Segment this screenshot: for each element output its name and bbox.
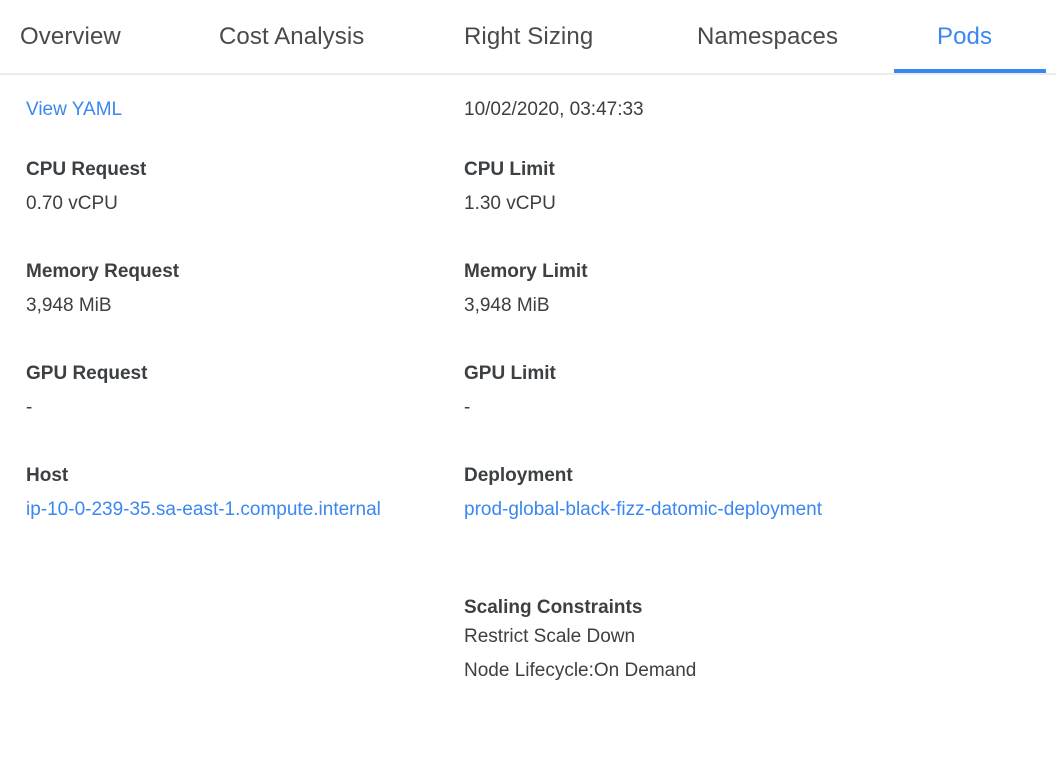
field-value: 0.70 vCPU	[26, 193, 118, 214]
field-cpu-request-label: CPU Request	[26, 158, 408, 182]
tab-bar: Overview Cost Analysis Right Sizing Name…	[0, 0, 1056, 75]
tab-cost-analysis[interactable]: Cost Analysis	[219, 0, 364, 73]
host-link[interactable]: ip-10-0-239-35.sa-east-1.compute.interna…	[26, 499, 381, 520]
scaling-constraint-item: Restrict Scale Down	[464, 625, 846, 649]
view-yaml-link[interactable]: View YAML	[26, 99, 123, 120]
field-gpu-limit-label: GPU Limit	[464, 362, 846, 386]
field-gpu-limit-value: -	[464, 391, 846, 425]
field-deployment-value: prod-global-black-fizz-datomic-deploymen…	[464, 493, 846, 527]
field-deployment-label: Deployment	[464, 464, 846, 488]
pod-detail-panel: View YAML CPU Request 0.70 vCPU Memory R…	[0, 75, 1056, 758]
deployment-link[interactable]: prod-global-black-fizz-datomic-deploymen…	[464, 499, 822, 520]
field-label: Memory Limit	[464, 261, 588, 282]
tab-label: Right Sizing	[464, 22, 594, 50]
field-label: Host	[26, 465, 69, 486]
field-gpu-request-label: GPU Request	[26, 362, 408, 386]
tab-label: Pods	[937, 22, 993, 50]
tab-pods[interactable]: Pods	[937, 0, 992, 73]
field-value: -	[26, 397, 33, 418]
field-label: Deployment	[464, 465, 573, 486]
field-memory-limit-label: Memory Limit	[464, 260, 846, 284]
constraint-text: Node Lifecycle:On Demand	[464, 660, 697, 681]
field-host-value: ip-10-0-239-35.sa-east-1.compute.interna…	[26, 493, 408, 527]
scaling-constraints-label: Scaling Constraints	[464, 596, 846, 620]
tab-right-sizing[interactable]: Right Sizing	[464, 0, 593, 73]
field-value: 3,948 MiB	[464, 295, 550, 316]
field-label: CPU Limit	[464, 159, 555, 180]
field-memory-limit-value: 3,948 MiB	[464, 289, 846, 323]
field-label: GPU Request	[26, 363, 148, 384]
field-cpu-limit-value: 1.30 vCPU	[464, 187, 846, 221]
field-label: Memory Request	[26, 261, 180, 282]
field-cpu-request-value: 0.70 vCPU	[26, 187, 408, 221]
field-memory-request-value: 3,948 MiB	[26, 289, 408, 323]
constraint-text: Restrict Scale Down	[464, 626, 636, 647]
field-label: GPU Limit	[464, 363, 556, 384]
field-value: 3,948 MiB	[26, 295, 112, 316]
tab-namespaces[interactable]: Namespaces	[697, 0, 838, 73]
scaling-constraint-item: Node Lifecycle:On Demand	[464, 659, 846, 683]
tab-label: Namespaces	[697, 22, 839, 50]
tab-label: Cost Analysis	[219, 22, 365, 50]
tab-overview[interactable]: Overview	[20, 0, 121, 73]
field-cpu-limit-label: CPU Limit	[464, 158, 846, 182]
tab-bar-divider	[0, 73, 1056, 75]
field-label: CPU Request	[26, 159, 147, 180]
field-gpu-request-value: -	[26, 391, 408, 425]
field-label: Scaling Constraints	[464, 597, 643, 618]
field-value: 1.30 vCPU	[464, 193, 556, 214]
tab-label: Overview	[20, 22, 121, 50]
active-tab-indicator	[894, 69, 1046, 74]
field-value: -	[464, 397, 471, 418]
pod-start-timestamp: 10/02/2020, 03:47:33	[464, 99, 644, 120]
field-memory-request-label: Memory Request	[26, 260, 408, 284]
field-host-label: Host	[26, 464, 408, 488]
